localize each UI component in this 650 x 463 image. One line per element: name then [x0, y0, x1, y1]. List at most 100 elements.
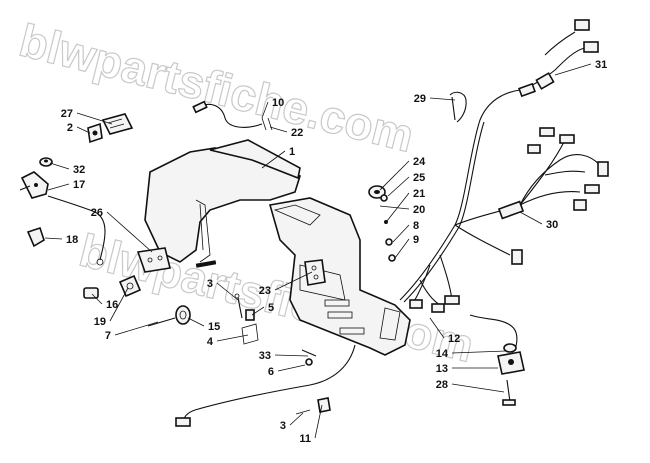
callout-number-c33: 33	[259, 350, 271, 362]
clip-part-29	[449, 91, 467, 123]
leader-line-c28	[451, 383, 505, 393]
callout-number-c3a: 3	[207, 278, 213, 290]
callout-number-c8: 8	[413, 220, 419, 232]
callout-number-c24: 24	[413, 156, 426, 168]
callout-c17: 17	[47, 179, 85, 191]
leader-line-c18	[44, 237, 63, 240]
callout-number-c28: 28	[436, 379, 448, 391]
callout-number-c5: 5	[268, 302, 274, 314]
callout-number-c22: 22	[291, 127, 303, 139]
callout-c27: 27	[61, 108, 113, 125]
callout-number-c16: 16	[106, 299, 118, 311]
watermark-text: blwpartsfiche.com	[15, 14, 419, 162]
switch-part-17	[19, 171, 49, 199]
nut-part-25	[380, 194, 388, 202]
leader-line-c10	[261, 101, 269, 119]
callout-number-c15: 15	[208, 321, 220, 333]
leader-line-c15	[187, 317, 205, 327]
callout-c21: 21	[386, 188, 425, 222]
callout-c16: 16	[91, 293, 118, 311]
leader-line-c27	[76, 112, 113, 125]
bracket-part-26	[136, 247, 171, 273]
leader-line-c2	[76, 126, 91, 134]
callout-c32: 32	[49, 162, 85, 176]
cable-part-18	[26, 195, 106, 266]
cable-part-10	[192, 100, 273, 131]
callout-number-c23: 23	[259, 285, 271, 297]
callout-number-c21: 21	[413, 188, 425, 200]
callout-number-c3b: 3	[280, 420, 286, 432]
leader-line-c30	[519, 211, 543, 225]
leader-line-c26	[106, 211, 153, 253]
switch-part-2	[87, 122, 103, 144]
leader-line-c11	[314, 404, 323, 439]
leader-line-c3a	[216, 282, 239, 301]
callout-c30: 30	[519, 211, 558, 231]
leader-line-c33	[274, 354, 309, 357]
clip-part-5	[245, 309, 255, 321]
leader-line-c12	[429, 317, 445, 339]
callout-number-c13: 13	[436, 363, 448, 375]
leader-line-c32	[49, 162, 70, 170]
callout-number-c27: 27	[61, 108, 73, 120]
callout-number-c1: 1	[289, 146, 295, 158]
callout-number-c26: 26	[91, 207, 103, 219]
callout-c15: 15	[187, 317, 220, 333]
leader-line-c20	[379, 205, 410, 210]
callout-c25: 25	[387, 172, 425, 197]
callout-c23: 23	[259, 271, 313, 297]
callout-number-c18: 18	[66, 234, 78, 246]
callout-number-c30: 30	[546, 219, 558, 231]
knob-part-16	[83, 287, 99, 299]
leader-line-c24	[379, 160, 410, 191]
callout-c5: 5	[251, 302, 274, 316]
leader-line-c16	[91, 293, 103, 305]
callout-number-c32: 32	[73, 164, 85, 176]
grommet-part-15	[175, 305, 191, 325]
leader-line-c7	[114, 321, 159, 336]
callout-number-c20: 20	[413, 204, 425, 216]
leader-line-c31	[554, 63, 592, 76]
callout-number-c29: 29	[414, 93, 426, 105]
callout-c26: 26	[91, 207, 153, 253]
leader-line-c14	[451, 350, 507, 354]
cable-part-12	[469, 314, 518, 351]
leader-line-c3b	[289, 412, 304, 426]
callout-c22: 22	[269, 126, 303, 139]
callout-number-c2: 2	[67, 122, 73, 134]
screw-part-28	[502, 379, 516, 406]
leader-line-c4	[216, 334, 249, 342]
switch-part-13	[497, 351, 525, 375]
callout-c28: 28	[436, 379, 505, 393]
callout-number-c14: 14	[436, 348, 449, 360]
bracket-part-23	[304, 259, 326, 286]
callout-c12: 12	[429, 317, 460, 345]
nut-part-9	[388, 254, 396, 262]
callout-c31: 31	[554, 59, 607, 76]
leader-line-c21	[386, 192, 410, 222]
nut-part-14	[503, 343, 517, 353]
screw-part-33	[301, 349, 317, 357]
watermark-text-lower: blwpartsfiche.com	[75, 224, 479, 372]
callout-c1: 1	[261, 146, 295, 169]
callout-c13: 13	[436, 363, 498, 375]
callout-c14: 14	[436, 348, 507, 360]
callout-c19: 19	[94, 287, 129, 328]
leader-line-c22	[269, 126, 288, 133]
callout-c2: 2	[67, 122, 91, 134]
screw-part-8	[385, 238, 393, 246]
callout-number-c6: 6	[268, 366, 274, 378]
switch-part-19	[118, 274, 142, 298]
callout-c33: 33	[259, 350, 309, 362]
nut-part-32	[39, 157, 53, 167]
leader-line-c5	[251, 306, 265, 316]
callout-number-c17: 17	[73, 179, 85, 191]
callout-c29: 29	[414, 93, 456, 105]
callout-c20: 20	[379, 204, 425, 216]
callout-number-c31: 31	[595, 59, 607, 71]
callout-c3a: 3	[207, 278, 239, 301]
callout-c24: 24	[379, 156, 426, 191]
leader-line-c19	[109, 287, 129, 322]
